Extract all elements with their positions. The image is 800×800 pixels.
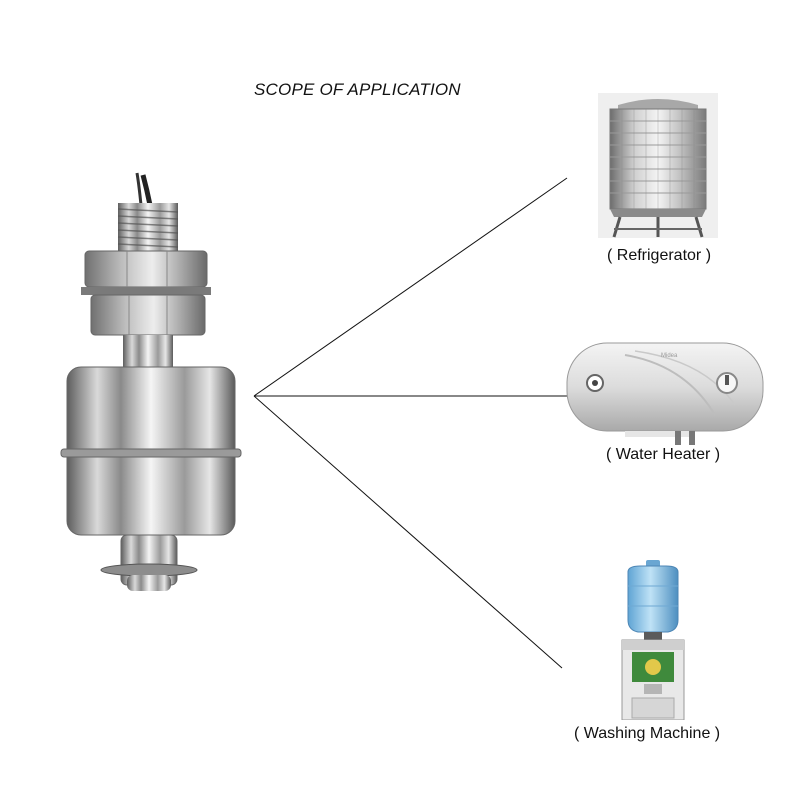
- application-label-washing-machine: ( Washing Machine ): [574, 725, 721, 742]
- connector-line-top: [253, 177, 568, 397]
- application-label-water-heater: ( Water Heater ): [606, 446, 721, 463]
- stainless-water-tank-icon: [598, 93, 718, 238]
- electric-water-heater-icon: Midea: [566, 342, 764, 445]
- float-switch-image: [60, 172, 242, 591]
- connector-line-bottom: [253, 395, 563, 669]
- water-dispenser-icon: [621, 560, 685, 720]
- page-title: SCOPE OF APPLICATION: [254, 80, 461, 99]
- application-label-refrigerator: ( Refrigerator ): [607, 247, 712, 264]
- svg-text:Midea: Midea: [661, 353, 678, 359]
